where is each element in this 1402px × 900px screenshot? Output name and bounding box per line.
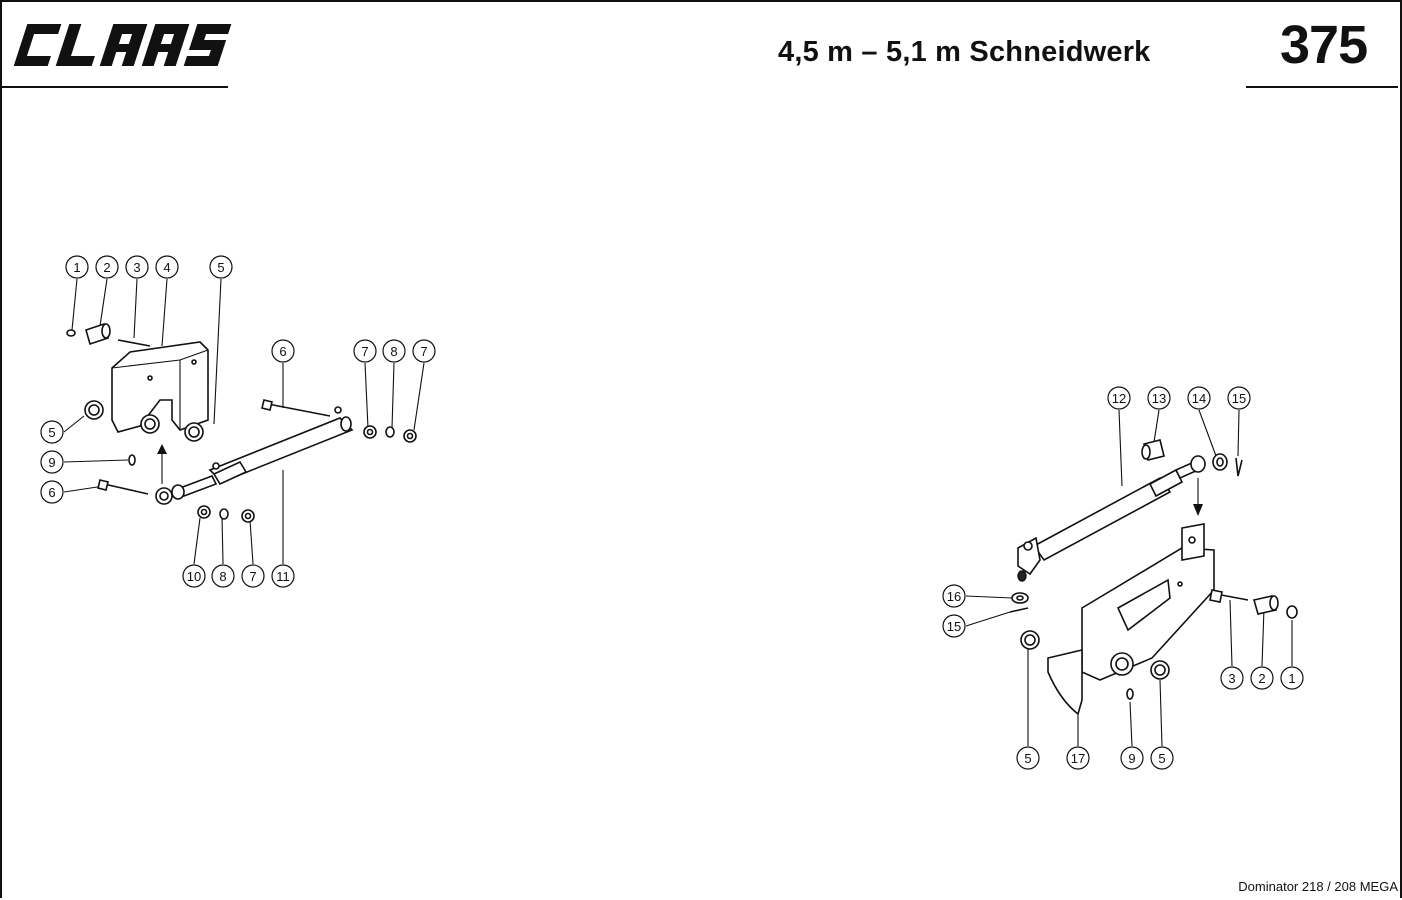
sleeve-2b (1252, 595, 1279, 615)
page-title: 4,5 m – 5,1 m Schneidwerk (778, 36, 1151, 68)
svg-text:14: 14 (1192, 391, 1206, 406)
callout-6: 6 (271, 339, 295, 363)
sleeve-2 (85, 322, 111, 346)
callout-8: 8 (382, 339, 406, 363)
callout-5: 5 (1016, 746, 1040, 770)
guard-plate-17 (1047, 523, 1215, 716)
left-assembly (63, 278, 425, 565)
svg-text:1: 1 (73, 260, 80, 275)
bolt-6a (261, 399, 331, 417)
svg-text:10: 10 (187, 569, 201, 584)
cotter-pin-15a (1235, 457, 1243, 477)
callout-7: 7 (412, 339, 436, 363)
callout-7: 7 (353, 339, 377, 363)
nut-1 (66, 329, 76, 337)
bolt-6b (97, 479, 149, 495)
claas-logo (13, 24, 232, 66)
svg-text:16: 16 (947, 589, 961, 604)
bolt-3b (1209, 589, 1249, 603)
callout-1: 1 (65, 255, 89, 279)
nut-1b (1286, 605, 1298, 619)
svg-text:12: 12 (1112, 391, 1126, 406)
nut-7a (363, 425, 377, 439)
washer-16 (1011, 592, 1029, 604)
svg-text:2: 2 (103, 260, 110, 275)
assembly-arrow-right (1193, 478, 1203, 516)
svg-text:8: 8 (219, 569, 226, 584)
assembly-arrow-left (157, 444, 167, 484)
svg-text:15: 15 (1232, 391, 1246, 406)
callout-11: 11 (271, 564, 295, 588)
svg-text:6: 6 (48, 485, 55, 500)
svg-text:7: 7 (249, 569, 256, 584)
washer-8b (219, 508, 229, 520)
pin-9b (1126, 688, 1134, 700)
callout-5: 5 (40, 420, 64, 444)
callout-12: 12 (1107, 386, 1131, 410)
callout-2: 2 (95, 255, 119, 279)
callout-15: 15 (942, 614, 966, 638)
callout-9: 9 (40, 450, 64, 474)
bolt-3 (117, 339, 151, 347)
callout-5: 5 (209, 255, 233, 279)
hydraulic-cylinder-11 (155, 406, 354, 505)
callout-9: 9 (1120, 746, 1144, 770)
callout-17: 17 (1066, 746, 1090, 770)
svg-text:9: 9 (48, 455, 55, 470)
svg-text:5: 5 (1024, 751, 1031, 766)
callout-14: 14 (1187, 386, 1211, 410)
right-assembly (965, 409, 1298, 747)
footer-model: Dominator 218 / 208 MEGA (1238, 879, 1398, 894)
nut-10 (197, 505, 211, 519)
svg-text:8: 8 (390, 344, 397, 359)
svg-text:9: 9 (1128, 751, 1135, 766)
header-rule-right (1246, 86, 1398, 88)
page-number: 375 (1280, 15, 1368, 75)
bushing-5b (184, 422, 204, 442)
svg-text:5: 5 (1158, 751, 1165, 766)
callout-5: 5 (1150, 746, 1174, 770)
callout-16: 16 (942, 584, 966, 608)
bushing-5a (84, 400, 104, 420)
nut-7c (241, 509, 255, 523)
svg-text:7: 7 (361, 344, 368, 359)
callout-13: 13 (1147, 386, 1171, 410)
svg-text:1: 1 (1288, 671, 1295, 686)
callout-7: 7 (241, 564, 265, 588)
callout-15: 15 (1227, 386, 1251, 410)
bolt-13 (1141, 439, 1165, 461)
svg-text:6: 6 (279, 344, 286, 359)
callout-4: 4 (155, 255, 179, 279)
callout-6: 6 (40, 480, 64, 504)
callout-1: 1 (1280, 666, 1304, 690)
callout-8: 8 (211, 564, 235, 588)
svg-text:3: 3 (1228, 671, 1235, 686)
svg-text:5: 5 (48, 425, 55, 440)
washer-8a (385, 426, 395, 438)
bushing-5c (1020, 630, 1040, 650)
header-rule-left (0, 86, 228, 88)
callout-3: 3 (1220, 666, 1244, 690)
cotter-pin-15b (1009, 607, 1029, 613)
washer-14 (1212, 453, 1228, 471)
svg-text:15: 15 (947, 619, 961, 634)
hydraulic-cylinder-12 (1017, 455, 1206, 582)
svg-text:2: 2 (1258, 671, 1265, 686)
svg-text:11: 11 (276, 569, 290, 584)
svg-text:7: 7 (420, 344, 427, 359)
svg-text:13: 13 (1152, 391, 1166, 406)
svg-text:3: 3 (133, 260, 140, 275)
svg-text:5: 5 (217, 260, 224, 275)
nut-7b (403, 429, 417, 443)
bracket-4 (111, 341, 209, 434)
pin-9 (128, 454, 136, 466)
callout-10: 10 (182, 564, 206, 588)
svg-text:4: 4 (163, 260, 170, 275)
svg-text:17: 17 (1071, 751, 1085, 766)
callout-3: 3 (125, 255, 149, 279)
callout-2: 2 (1250, 666, 1274, 690)
bushing-5d (1150, 660, 1170, 680)
